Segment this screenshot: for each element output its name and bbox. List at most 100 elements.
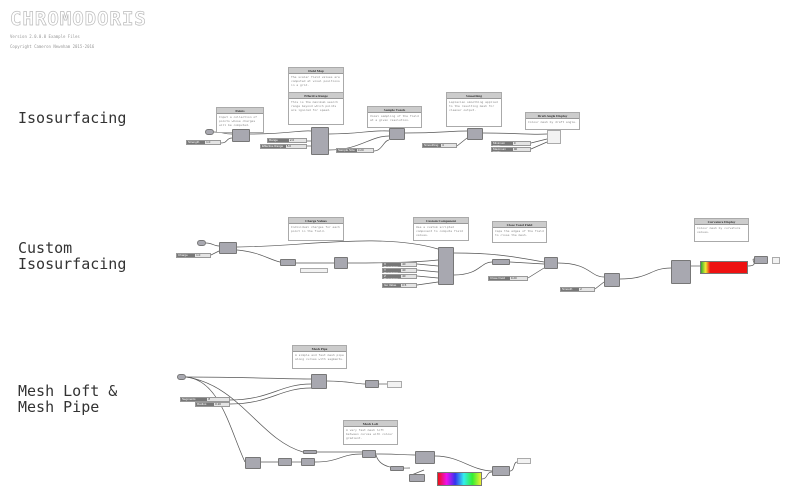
slider-label: Y Resolution <box>383 269 402 275</box>
component-move[interactable] <box>278 458 292 466</box>
slider-value: 40 <box>402 274 406 278</box>
note-body: A very fast mesh loft between curves wit… <box>346 428 393 440</box>
panel-output[interactable] <box>517 458 531 464</box>
note-title: Draft Angle Display <box>526 113 579 119</box>
component-preview[interactable] <box>754 256 768 264</box>
note-body: Caps the edges of the field to close the… <box>495 229 544 237</box>
slider-value: 1.0 <box>196 253 201 257</box>
slider-label: Radius <box>196 403 215 406</box>
component-curve[interactable] <box>303 450 317 454</box>
note-body: The scalar field values are computed at … <box>291 75 340 87</box>
component-draft-display[interactable] <box>547 130 561 144</box>
component-field[interactable] <box>311 127 329 155</box>
note-body: Individual charges for each point in the… <box>291 225 340 233</box>
slider-value: 0.5 <box>402 283 407 287</box>
curve-param[interactable] <box>177 374 186 380</box>
panel-output[interactable] <box>772 257 780 264</box>
note-body: This is the maximum search range beyond … <box>291 100 338 112</box>
note-title: Effective Range <box>289 93 343 99</box>
slider-value: 8 <box>208 397 211 401</box>
component-smooth[interactable] <box>604 273 620 287</box>
slider-label: Range <box>268 139 289 142</box>
panel-values[interactable] <box>300 268 328 273</box>
gradient-display[interactable] <box>437 472 482 486</box>
gradient-display[interactable] <box>700 261 748 274</box>
slider-value: 0 <box>513 141 516 145</box>
note-title: Points <box>217 108 263 114</box>
note-body: Input a collection of points whose charg… <box>219 115 257 127</box>
slider-label: Maximum Angle <box>492 148 513 154</box>
component-points[interactable] <box>219 242 237 254</box>
app-logo: CHROMODORIS <box>10 8 147 31</box>
note-title: Custom Component <box>414 218 468 224</box>
note-title: Close Voxel Field <box>493 222 546 228</box>
slider-value: 0.20 <box>510 276 517 280</box>
component-charge[interactable] <box>280 259 296 266</box>
component-deconstruct[interactable] <box>415 451 435 464</box>
point-param[interactable] <box>205 129 214 135</box>
component-mesh-pipe[interactable] <box>311 374 327 389</box>
slider-value: 5.0 <box>286 144 291 148</box>
component-close[interactable] <box>492 259 510 265</box>
section-heading-custom: Custom Isosurfacing <box>18 239 127 273</box>
component-list[interactable] <box>301 458 315 466</box>
slider-value: 3 <box>442 143 444 147</box>
component-merge[interactable] <box>334 257 348 269</box>
component-range[interactable] <box>390 466 404 471</box>
component-mesh-colour[interactable] <box>492 466 510 476</box>
slider-value: 2.0 <box>289 138 295 142</box>
point-param[interactable] <box>197 240 206 246</box>
slider-label: Smoothing <box>423 144 442 147</box>
slider-value: 40 <box>402 268 406 272</box>
panel-output[interactable] <box>387 381 402 388</box>
copyright-text: Copyright Cameron Newnham 2015-2016 <box>10 44 95 49</box>
component-curvature[interactable] <box>671 260 691 284</box>
component-colour[interactable] <box>409 474 425 482</box>
slider-label: Z Resolution <box>383 275 402 281</box>
component-divide[interactable] <box>245 457 261 469</box>
slider-label: Close Field <box>489 277 510 280</box>
slider-label: X Resolution <box>383 263 402 269</box>
note-title: Curvature Display <box>695 219 748 225</box>
slider-value: 40 <box>402 262 406 266</box>
note-title: Mesh Pipe <box>293 346 346 352</box>
component-sample[interactable] <box>389 128 405 140</box>
component-points[interactable] <box>232 129 250 142</box>
slider-label: Segments <box>181 398 208 401</box>
note-body: Colour mesh by curvature values. <box>697 226 741 234</box>
component-smooth[interactable] <box>467 128 483 140</box>
component-preview[interactable] <box>365 380 379 388</box>
component-custom[interactable] <box>438 247 454 285</box>
component-mesh-loft[interactable] <box>362 450 376 458</box>
component-voxel[interactable] <box>544 257 558 269</box>
slider-value: 0.20 <box>357 148 364 152</box>
